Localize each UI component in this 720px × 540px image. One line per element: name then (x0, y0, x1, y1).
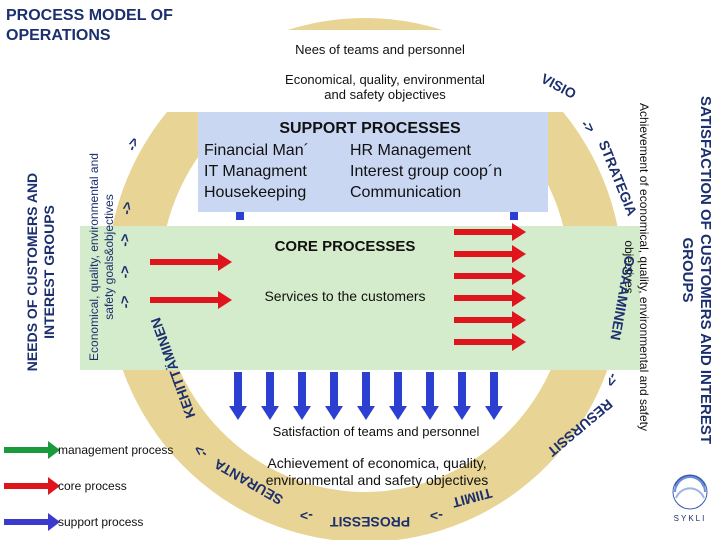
core-processes-title: CORE PROCESSES (274, 238, 416, 255)
support-item-financial: Financial Man´ (204, 142, 309, 159)
legend-support-label: support process (58, 515, 144, 529)
personnel-satisfaction-label: Satisfaction of teams and personnel (272, 424, 480, 439)
customer-satisfaction-label: SATISFACTION OF CUSTOMERS AND INTEREST G… (674, 50, 714, 490)
ring-chevron-4: -> (300, 508, 313, 524)
top-objectives-line-2: and safety objectives (324, 87, 446, 102)
customer-needs-label: NEEDS OF CUSTOMERS AND INTEREST GROUPS (24, 152, 68, 392)
bottom-achievement-label: Achievement of economica, quality, envir… (232, 455, 522, 489)
ring-chevron-9: -> (115, 294, 133, 310)
ring-chevron-7: -> (115, 232, 133, 248)
support-item-hr: HR Management (350, 142, 471, 159)
support-item-housekeeping: Housekeeping (204, 184, 307, 201)
customer-satisfaction-line-1: SATISFACTION OF CUSTOMERS AND INTEREST (697, 95, 714, 445)
input-arrows (150, 253, 232, 309)
top-white-band (150, 30, 570, 112)
goals-objectives-label: Economical, quality, environmental and s… (87, 87, 121, 427)
customer-satisfaction-line-2: GROUPS (679, 237, 696, 303)
legend-arrow-support (4, 513, 60, 531)
support-processes-box (198, 112, 548, 212)
ring-chevron-6: -> (117, 200, 136, 216)
bottom-achievement-line-2: environmental and safety objectives (265, 472, 489, 488)
customer-needs-line-1: NEEDS OF CUSTOMERS AND (24, 172, 40, 372)
goals-objectives-line-1: Economical, quality, environmental and (87, 153, 101, 361)
core-processes-subtitle: Services to the customers (264, 288, 426, 304)
logo-text: SYKLI (673, 514, 707, 523)
title-line-2: OPERATIONS (6, 27, 111, 44)
legend-arrow-management (4, 441, 60, 459)
diagram-title: PROCESS MODEL OF OPERATIONS (6, 6, 173, 46)
sykli-logo (672, 474, 708, 510)
core-right-arrows (454, 223, 526, 351)
top-objectives-line-1: Economical, quality, environmental (285, 72, 485, 87)
top-objectives-label: Economical, quality, environmental and s… (230, 72, 540, 102)
title-line-1: PROCESS MODEL OF (6, 7, 173, 24)
legend-core-label: core process (58, 479, 127, 493)
customer-needs-line-2: INTEREST GROUPS (41, 205, 57, 339)
core-down-arrows (229, 372, 503, 420)
legend-arrow-core (4, 477, 60, 495)
bottom-achievement-line-1: Achievement of economica, quality, (267, 455, 487, 471)
ring-prosessit: PROSESSIT (330, 514, 411, 530)
goals-objectives-line-2: safety goals&objectives (102, 194, 116, 320)
ring-chevron-8: -> (116, 265, 133, 279)
ring-chevron-3: -> (430, 508, 443, 524)
legend-management-label: management process (58, 443, 174, 457)
support-processes-title: SUPPORT PROCESSES (279, 120, 461, 137)
support-item-it: IT Managment (204, 163, 307, 180)
right-achievement-line-1: Achievement of economical, quality, envi… (637, 103, 651, 431)
support-item-interest-group: Interest group coop´n (350, 163, 503, 180)
personnel-needs-label: Nees of teams and personnel (295, 42, 465, 57)
support-item-communication: Communication (350, 184, 462, 201)
